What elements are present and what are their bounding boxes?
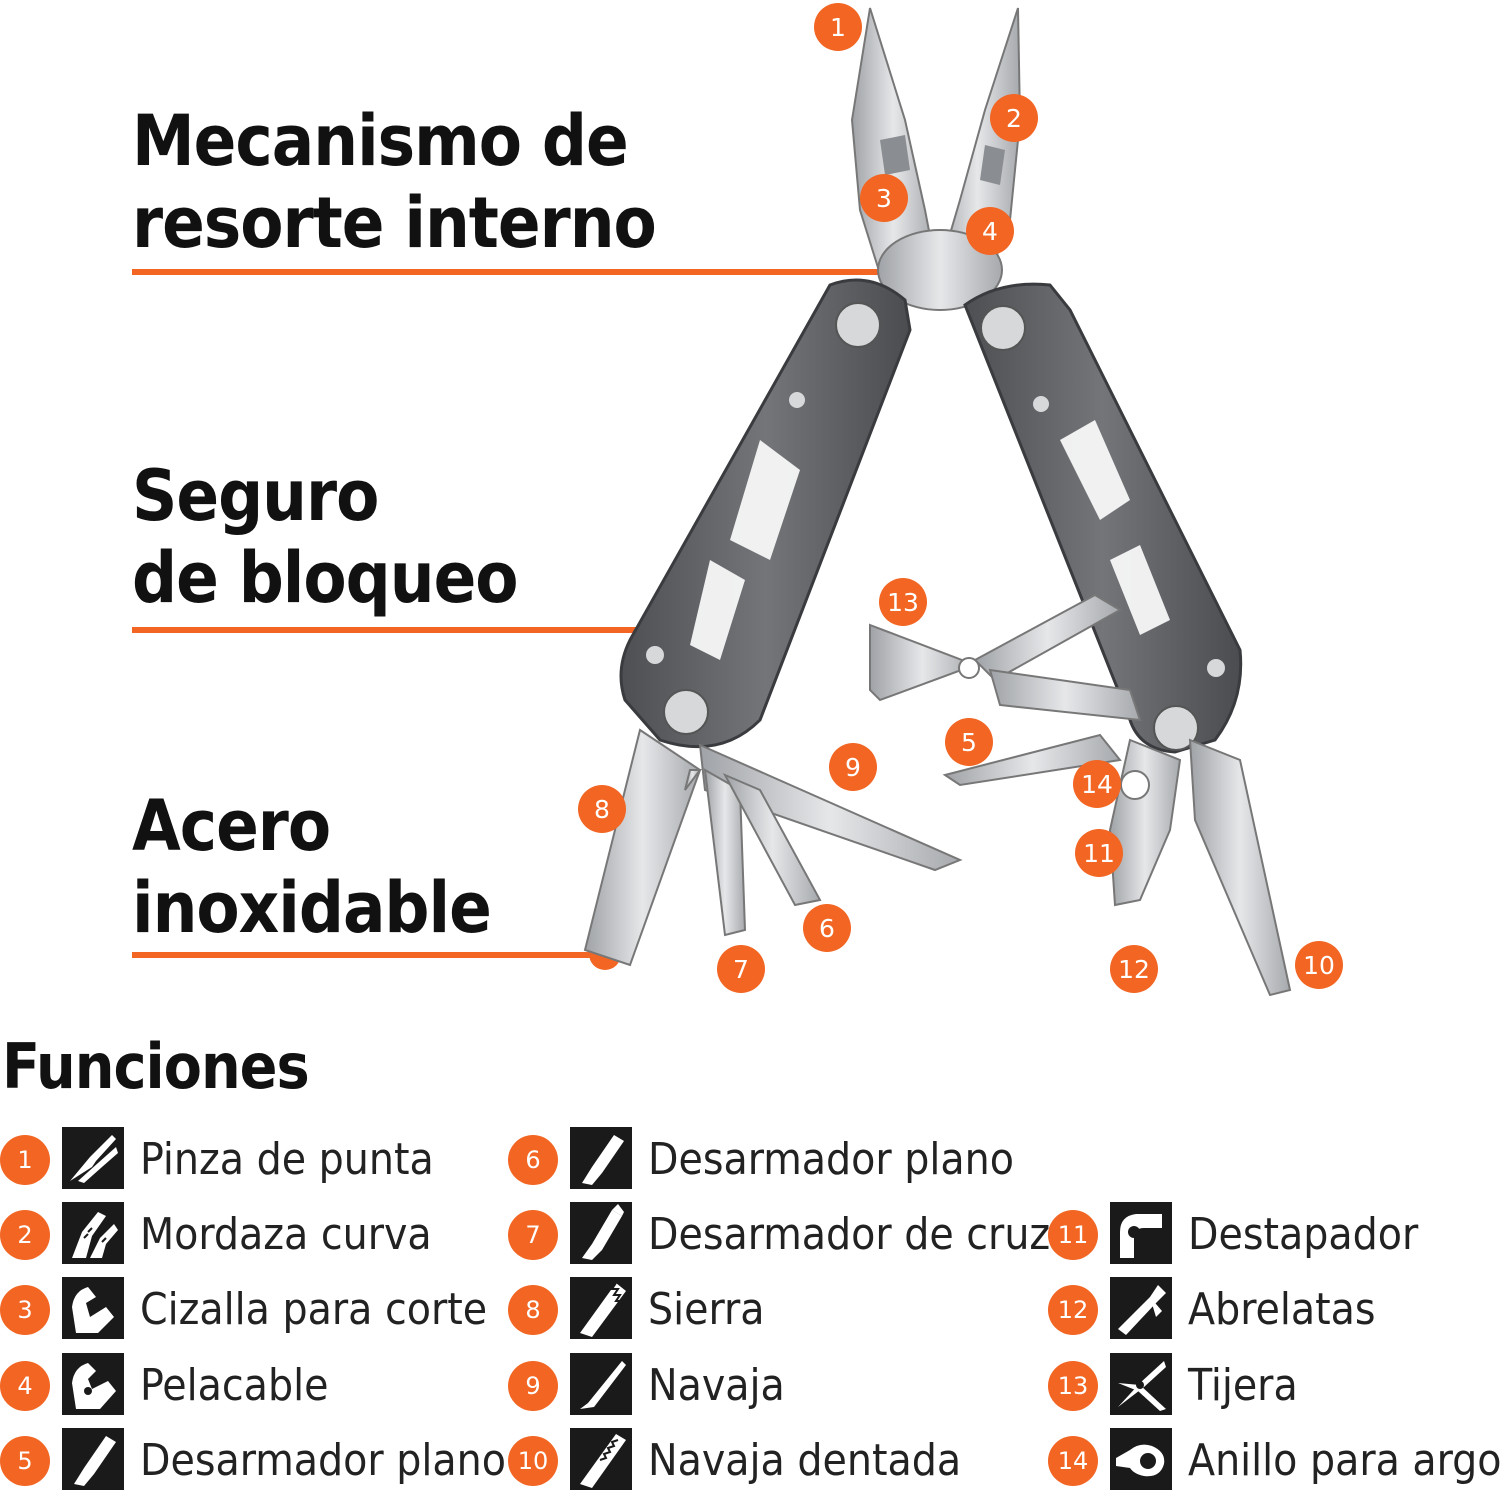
funcion-number-badge: 10 <box>508 1436 558 1486</box>
funcion-label: Desarmador plano <box>140 1435 506 1486</box>
diagram-badge-number: 8 <box>594 795 610 824</box>
scissors-icon <box>1110 1353 1172 1415</box>
scissors-pivot <box>958 657 980 679</box>
funcion-label: Pelacable <box>140 1360 329 1411</box>
wire-cutter-icon <box>62 1277 124 1339</box>
diagram-badge-number: 10 <box>1303 951 1335 980</box>
callout-steel: Acero inoxidable <box>132 785 492 949</box>
right-handle <box>963 282 1243 754</box>
funcion-number-badge: 3 <box>0 1285 50 1335</box>
left-tools <box>583 728 963 967</box>
flat-screwdriver-icon <box>62 1428 124 1490</box>
diagram-badge-number: 2 <box>1006 104 1022 133</box>
funcion-label: Desarmador plano <box>648 1134 1014 1185</box>
lanyard-ring-icon <box>1110 1428 1172 1490</box>
funcion-label: Navaja dentada <box>648 1435 962 1486</box>
funcion-number-badge: 5 <box>0 1436 50 1486</box>
funcion-label: Mordaza curva <box>140 1209 432 1260</box>
funcion-number-badge: 13 <box>1048 1361 1098 1411</box>
pliers-jaws <box>850 7 1022 311</box>
funcion-number-badge: 2 <box>0 1210 50 1260</box>
wire-stripper-icon <box>62 1353 124 1415</box>
diagram-badge-12: 12 <box>1110 945 1158 993</box>
diagram-badge-4: 4 <box>966 207 1014 255</box>
funciones-title: Funciones <box>2 1030 310 1103</box>
knife-blade-icon <box>570 1353 632 1415</box>
funcion-label: Sierra <box>648 1284 765 1335</box>
serrated-blade-icon <box>570 1428 632 1490</box>
diagram-badge-number: 13 <box>887 588 919 617</box>
callout-line: inoxidable <box>132 867 492 949</box>
diagram-badge-number: 3 <box>876 184 892 213</box>
funcion-label: Navaja <box>648 1360 785 1411</box>
diagram-badge-number: 1 <box>830 13 846 42</box>
funcion-number-badge: 14 <box>1048 1436 1098 1486</box>
diagram-badge-10: 10 <box>1295 941 1343 989</box>
diagram-badge-number: 6 <box>819 914 835 943</box>
saw-icon <box>570 1277 632 1339</box>
funcion-label: Anillo para argolla <box>1188 1435 1500 1486</box>
funcion-label: Tijera <box>1188 1360 1298 1411</box>
bottle-opener-icon <box>1110 1202 1172 1264</box>
funcion-number-badge: 8 <box>508 1285 558 1335</box>
diagram-badge-14: 14 <box>1073 760 1121 808</box>
diagram-badge-number: 7 <box>733 955 749 984</box>
funcion-number-badge: 6 <box>508 1135 558 1185</box>
funcion-label: Abrelatas <box>1188 1284 1376 1335</box>
diagram-badge-number: 4 <box>982 217 998 246</box>
funcion-number-badge: 1 <box>0 1135 50 1185</box>
funcion-label: Pinza de punta <box>140 1134 434 1185</box>
left-handle <box>619 278 912 749</box>
callout-line: Seguro <box>132 455 379 537</box>
curved-jaw-icon <box>62 1202 124 1264</box>
can-opener-icon <box>1110 1277 1172 1339</box>
funcion-number-badge: 4 <box>0 1361 50 1411</box>
phillips-screwdriver-icon <box>570 1202 632 1264</box>
callout-line: resorte interno <box>132 182 657 264</box>
diagram-badge-13: 13 <box>879 578 927 626</box>
diagram-badge-1: 1 <box>814 3 862 51</box>
funcion-label: Desarmador de cruz <box>648 1209 1051 1260</box>
diagram-badge-2: 2 <box>990 94 1038 142</box>
funcion-number-badge: 12 <box>1048 1285 1098 1335</box>
diagram-badge-11: 11 <box>1075 829 1123 877</box>
diagram-badge-8: 8 <box>578 785 626 833</box>
diagram-badge-number: 11 <box>1083 839 1115 868</box>
funcion-number-badge: 7 <box>508 1210 558 1260</box>
diagram-badge-number: 14 <box>1081 770 1113 799</box>
diagram-badge-number: 12 <box>1118 955 1150 984</box>
diagram-badge-3: 3 <box>860 174 908 222</box>
diagram-badge-5: 5 <box>945 718 993 766</box>
diagram-badge-number: 5 <box>961 728 977 757</box>
funcion-label: Destapador <box>1188 1209 1419 1260</box>
funcion-label: Cizalla para corte <box>140 1284 488 1335</box>
funcion-number-badge: 11 <box>1048 1210 1098 1260</box>
right-tools <box>869 593 1292 997</box>
diagram-badge-6: 6 <box>803 904 851 952</box>
callout-line: Acero <box>132 785 331 867</box>
diagram-badge-number: 9 <box>845 753 861 782</box>
funcion-number-badge: 9 <box>508 1361 558 1411</box>
needle-nose-pliers-icon <box>62 1127 124 1189</box>
flat-screwdriver-icon <box>570 1127 632 1189</box>
diagram-badge-9: 9 <box>829 743 877 791</box>
callout-spring-mechanism: Mecanismo de resorte interno <box>132 100 657 264</box>
callout-line: de bloqueo <box>132 537 519 619</box>
callout-line: Mecanismo de <box>132 100 629 182</box>
callout-lock: Seguro de bloqueo <box>132 455 519 619</box>
diagram-badge-7: 7 <box>717 945 765 993</box>
